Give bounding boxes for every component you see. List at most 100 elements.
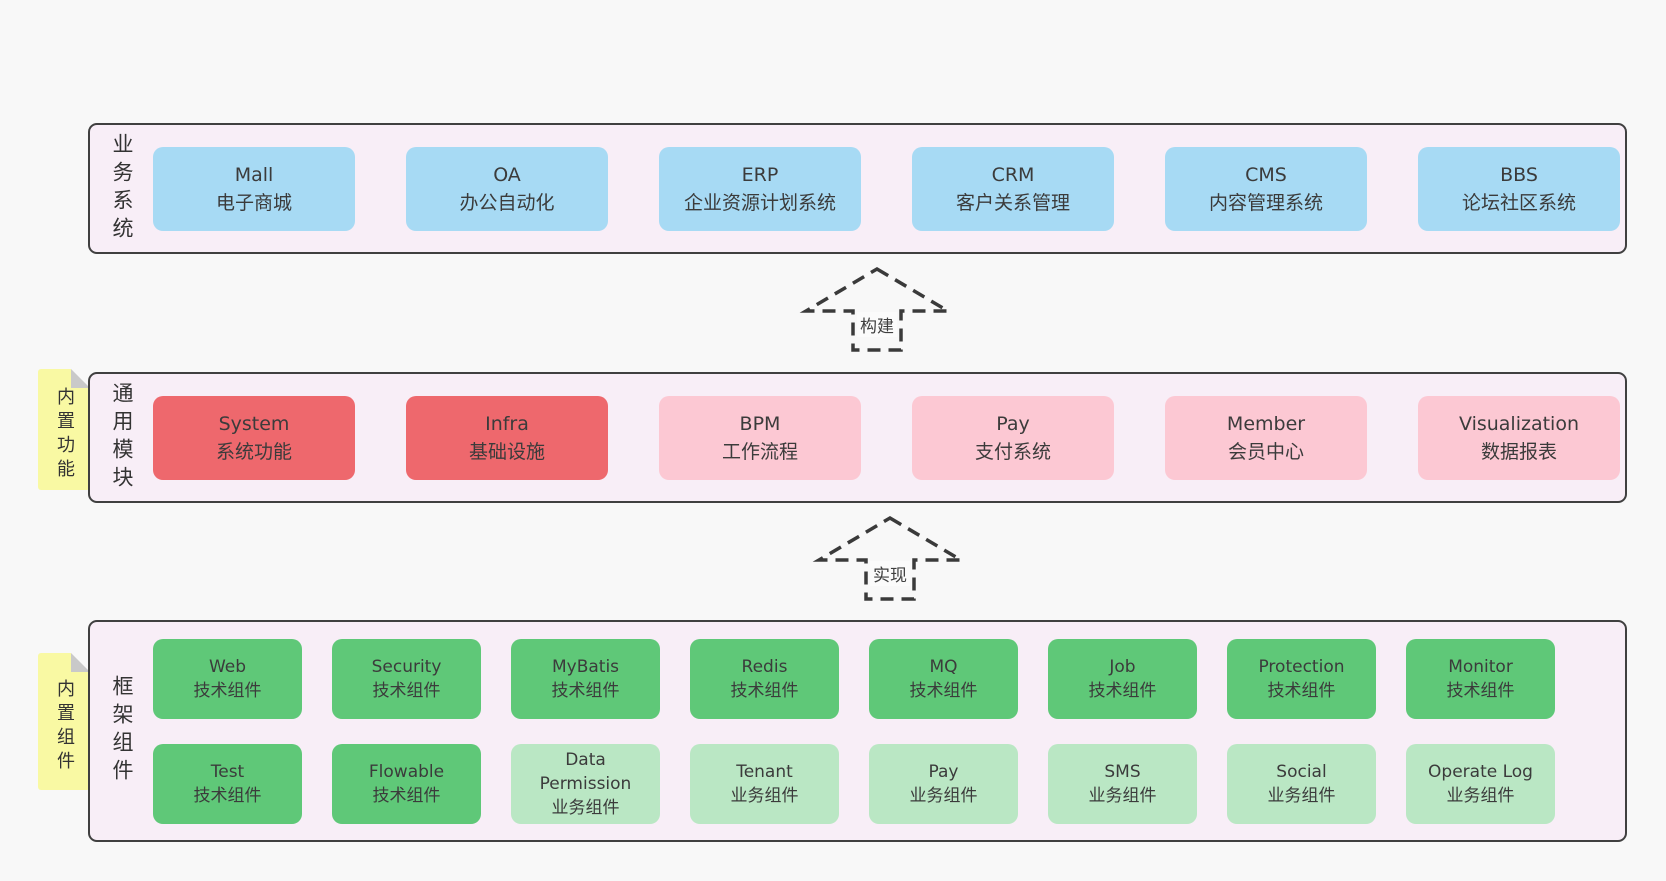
box-subtitle: 技术组件 [1446, 680, 1515, 701]
box-title: MyBatis [551, 656, 620, 677]
box-bpm: BPM 工作流程 [659, 395, 861, 480]
box-title: BBS [1500, 163, 1538, 186]
layer-label-common-modules: 通用模块 [110, 381, 134, 494]
box-subtitle: 业务组件 [1267, 785, 1336, 806]
box-title: Security [371, 656, 442, 677]
box-title: BPM [739, 412, 781, 435]
box-mq: MQ 技术组件 [869, 638, 1018, 719]
box-subtitle: 企业资源计划系统 [683, 191, 836, 214]
box-title: Visualization [1458, 412, 1579, 435]
box-mall: Mall 电子商城 [153, 146, 355, 231]
box-title: Operate Log [1428, 761, 1533, 782]
box-subtitle: 基础设施 [468, 440, 545, 463]
box-title: Infra [485, 412, 529, 435]
box-title: System [218, 412, 290, 435]
box-title: MQ [929, 656, 958, 677]
box-system: System 系统功能 [153, 395, 355, 480]
common-modules-row: System 系统功能 Infra 基础设施 BPM 工作流程 Pay 支付系统… [153, 395, 1625, 480]
box-subtitle: 工作流程 [721, 440, 798, 463]
box-subtitle: 办公自动化 [459, 191, 555, 214]
box-social: Social 业务组件 [1227, 743, 1376, 824]
framework-components-row-2: Test 技术组件 Flowable 技术组件 Data Permission … [153, 743, 1625, 824]
box-erp: ERP 企业资源计划系统 [659, 146, 861, 231]
box-subtitle: 论坛社区系统 [1461, 191, 1576, 214]
box-subtitle: 技术组件 [372, 680, 441, 701]
box-title: Pay [996, 412, 1030, 435]
arrow-implement: 实现 [810, 515, 970, 601]
business-systems-row: Mall 电子商城 OA 办公自动化 ERP 企业资源计划系统 CRM 客户关系… [153, 146, 1625, 231]
box-subtitle: 技术组件 [551, 680, 620, 701]
box-infra: Infra 基础设施 [406, 395, 608, 480]
box-title: Data Permission [539, 749, 632, 794]
sticky-note-builtin-components: 内置组件 [38, 653, 90, 790]
framework-components-boxes: Web 技术组件 Security 技术组件 MyBatis 技术组件 Redi… [145, 622, 1625, 840]
box-data-permission: Data Permission 业务组件 [511, 743, 660, 824]
box-flowable: Flowable 技术组件 [332, 743, 481, 824]
arrow-build-label: 构建 [857, 312, 897, 337]
box-subtitle: 技术组件 [909, 680, 978, 701]
box-security: Security 技术组件 [332, 638, 481, 719]
box-title: CRM [991, 163, 1035, 186]
box-subtitle: 会员中心 [1227, 440, 1304, 463]
box-tenant: Tenant 业务组件 [690, 743, 839, 824]
box-monitor: Monitor 技术组件 [1406, 638, 1555, 719]
box-subtitle: 技术组件 [730, 680, 799, 701]
box-subtitle: 业务组件 [1088, 785, 1157, 806]
box-title: Member [1226, 412, 1306, 435]
box-subtitle: 技术组件 [372, 785, 441, 806]
common-modules-boxes: System 系统功能 Infra 基础设施 BPM 工作流程 Pay 支付系统… [145, 374, 1625, 501]
layer-framework-components: 框架组件 Web 技术组件 Security 技术组件 MyBatis 技术组件… [88, 620, 1627, 842]
box-pay: Pay 支付系统 [912, 395, 1114, 480]
box-subtitle: 技术组件 [1088, 680, 1157, 701]
box-mybatis: MyBatis 技术组件 [511, 638, 660, 719]
box-title: ERP [741, 163, 779, 186]
sticky-note-builtin-features: 内置功能 [38, 369, 90, 490]
box-oa: OA 办公自动化 [406, 146, 608, 231]
box-subtitle: 业务组件 [730, 785, 799, 806]
up-arrow-icon [812, 515, 968, 601]
box-test: Test 技术组件 [153, 743, 302, 824]
layer-business-systems: 业务系统 Mall 电子商城 OA 办公自动化 ERP 企业资源计划系统 CRM… [88, 123, 1627, 254]
box-title: Test [210, 761, 245, 782]
business-systems-boxes: Mall 电子商城 OA 办公自动化 ERP 企业资源计划系统 CRM 客户关系… [145, 125, 1625, 252]
box-job: Job 技术组件 [1048, 638, 1197, 719]
sticky-note-label: 内置功能 [54, 386, 75, 483]
box-title: Job [1109, 656, 1136, 677]
box-title: Monitor [1448, 656, 1513, 677]
box-sms: SMS 业务组件 [1048, 743, 1197, 824]
box-title: Social [1276, 761, 1327, 782]
box-redis: Redis 技术组件 [690, 638, 839, 719]
box-subtitle: 系统功能 [215, 440, 292, 463]
box-subtitle: 技术组件 [193, 680, 262, 701]
box-title: Flowable [368, 761, 445, 782]
box-operate-log: Operate Log 业务组件 [1406, 743, 1555, 824]
box-subtitle: 客户关系管理 [955, 191, 1070, 214]
box-subtitle: 技术组件 [1267, 680, 1336, 701]
box-title: Web [208, 656, 247, 677]
box-crm: CRM 客户关系管理 [912, 146, 1114, 231]
box-subtitle: 技术组件 [193, 785, 262, 806]
box-subtitle: 数据报表 [1480, 440, 1557, 463]
sticky-note-label: 内置组件 [54, 678, 75, 775]
box-subtitle: 支付系统 [974, 440, 1051, 463]
box-title: CMS [1245, 163, 1287, 186]
layer-label-framework-components: 框架组件 [110, 675, 134, 787]
arrow-build: 构建 [797, 266, 957, 352]
framework-components-row-1: Web 技术组件 Security 技术组件 MyBatis 技术组件 Redi… [153, 638, 1625, 719]
box-web: Web 技术组件 [153, 638, 302, 719]
box-pay-business: Pay 业务组件 [869, 743, 1018, 824]
box-subtitle: 业务组件 [1446, 785, 1515, 806]
box-title: Redis [741, 656, 788, 677]
box-title: Protection [1258, 656, 1345, 677]
up-arrow-icon [799, 266, 955, 352]
folded-corner-icon [71, 653, 90, 672]
layer-common-modules: 通用模块 System 系统功能 Infra 基础设施 BPM 工作流程 Pay… [88, 372, 1627, 503]
box-visualization: Visualization 数据报表 [1418, 395, 1620, 480]
box-subtitle: 业务组件 [551, 797, 620, 818]
box-subtitle: 内容管理系统 [1208, 191, 1323, 214]
box-title: OA [493, 163, 521, 186]
box-title: Pay [928, 761, 959, 782]
box-subtitle: 业务组件 [909, 785, 978, 806]
layer-label-business-systems: 业务系统 [110, 132, 134, 245]
